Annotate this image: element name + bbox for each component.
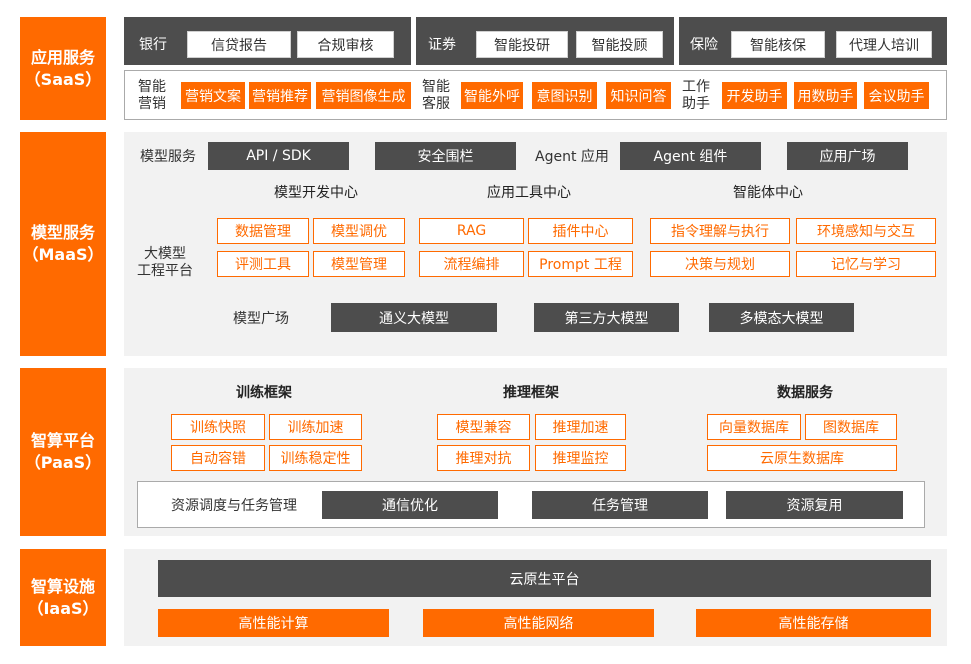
model-box: 通义大模型 xyxy=(331,303,497,332)
layer-label-paas: 智算平台 （PaaS） xyxy=(20,368,106,536)
scenario-item: 营销文案 xyxy=(181,82,245,109)
paas-item: 训练快照 xyxy=(171,414,265,440)
paas-item: 云原生数据库 xyxy=(707,445,897,471)
model-service-label: 模型服务 xyxy=(140,149,196,165)
center-title: 智能体中心 xyxy=(733,185,803,201)
paas-item: 模型兼容 xyxy=(437,414,530,440)
layer-label-maas: 模型服务 （MaaS） xyxy=(20,132,106,356)
scenario-item: 用数助手 xyxy=(794,82,857,109)
agent-component-box: Agent 组件 xyxy=(620,142,761,170)
center-item: 指令理解与执行 xyxy=(650,218,790,244)
industry-item: 信贷报告 xyxy=(187,31,291,58)
agent-app-label: Agent 应用 xyxy=(535,149,609,165)
cloud-native-platform: 云原生平台 xyxy=(158,560,931,597)
safety-box: 安全围栏 xyxy=(375,142,516,170)
scenario-item: 开发助手 xyxy=(722,82,787,109)
center-item: Prompt 工程 xyxy=(528,251,633,277)
scenario-label: 工作 助手 xyxy=(682,79,710,112)
paas-group-title: 数据服务 xyxy=(777,385,833,401)
model-plaza-label: 模型广场 xyxy=(233,311,289,327)
industry-label: 证券 xyxy=(428,37,456,53)
scenario-label: 智能 营销 xyxy=(138,79,166,112)
center-item: 流程编排 xyxy=(419,251,524,277)
center-item: 数据管理 xyxy=(217,218,309,244)
platform-label: 大模型 工程平台 xyxy=(137,246,193,279)
paas-item: 推理监控 xyxy=(535,445,626,471)
layer-abbr: （IaaS） xyxy=(27,598,99,618)
layer-label-saas: 应用服务 （SaaS） xyxy=(20,17,106,120)
paas-item: 推理对抗 xyxy=(437,445,530,471)
model-box: 多模态大模型 xyxy=(709,303,854,332)
scheduling-item: 通信优化 xyxy=(322,491,498,519)
iaas-item: 高性能网络 xyxy=(423,609,654,637)
center-title: 模型开发中心 xyxy=(274,185,358,201)
center-item: 插件中心 xyxy=(528,218,633,244)
api-sdk-box: API / SDK xyxy=(208,142,349,170)
industry-item: 智能投顾 xyxy=(576,31,663,58)
scenario-item: 意图识别 xyxy=(532,82,597,109)
scenario-item: 智能外呼 xyxy=(461,82,523,109)
iaas-item: 高性能存储 xyxy=(696,609,931,637)
center-item: 评测工具 xyxy=(217,251,309,277)
center-item: 模型管理 xyxy=(313,251,405,277)
paas-item: 向量数据库 xyxy=(707,414,801,440)
paas-item: 训练稳定性 xyxy=(269,445,362,471)
paas-item: 自动容错 xyxy=(171,445,265,471)
model-box: 第三方大模型 xyxy=(534,303,679,332)
industry-label: 银行 xyxy=(139,37,167,53)
industry-item: 合规审核 xyxy=(297,31,394,58)
layer-name: 模型服务 xyxy=(30,223,95,242)
center-title: 应用工具中心 xyxy=(487,185,571,201)
layer-name: 智算平台 xyxy=(30,431,95,450)
scenario-item: 知识问答 xyxy=(606,82,671,109)
industry-label: 保险 xyxy=(690,37,718,53)
industry-item: 代理人培训 xyxy=(836,31,932,58)
scheduling-item: 资源复用 xyxy=(726,491,903,519)
center-item: 记忆与学习 xyxy=(796,251,936,277)
center-item: 模型调优 xyxy=(313,218,405,244)
industry-item: 智能核保 xyxy=(731,31,825,58)
paas-item: 图数据库 xyxy=(805,414,897,440)
paas-group-title: 训练框架 xyxy=(236,385,292,401)
scheduling-label: 资源调度与任务管理 xyxy=(171,498,297,514)
app-plaza-box: 应用广场 xyxy=(787,142,908,170)
paas-item: 推理加速 xyxy=(535,414,626,440)
scenario-item: 营销推荐 xyxy=(249,82,311,109)
layer-label-iaas: 智算设施 （IaaS） xyxy=(20,549,106,646)
paas-group-title: 推理框架 xyxy=(503,385,559,401)
layer-name: 智算设施 xyxy=(30,576,95,596)
center-item: RAG xyxy=(419,218,524,244)
scenario-item: 营销图像生成 xyxy=(316,82,411,109)
industry-item: 智能投研 xyxy=(476,31,568,58)
scenario-item: 会议助手 xyxy=(864,82,929,109)
paas-item: 训练加速 xyxy=(269,414,362,440)
iaas-item: 高性能计算 xyxy=(158,609,389,637)
layer-abbr: （MaaS） xyxy=(22,245,104,264)
layer-abbr: （SaaS） xyxy=(24,69,102,89)
center-item: 决策与规划 xyxy=(650,251,790,277)
center-item: 环境感知与交互 xyxy=(796,218,936,244)
scenario-label: 智能 客服 xyxy=(422,79,450,112)
scheduling-item: 任务管理 xyxy=(532,491,708,519)
layer-abbr: （PaaS） xyxy=(24,453,102,472)
layer-name: 应用服务 xyxy=(30,47,95,67)
